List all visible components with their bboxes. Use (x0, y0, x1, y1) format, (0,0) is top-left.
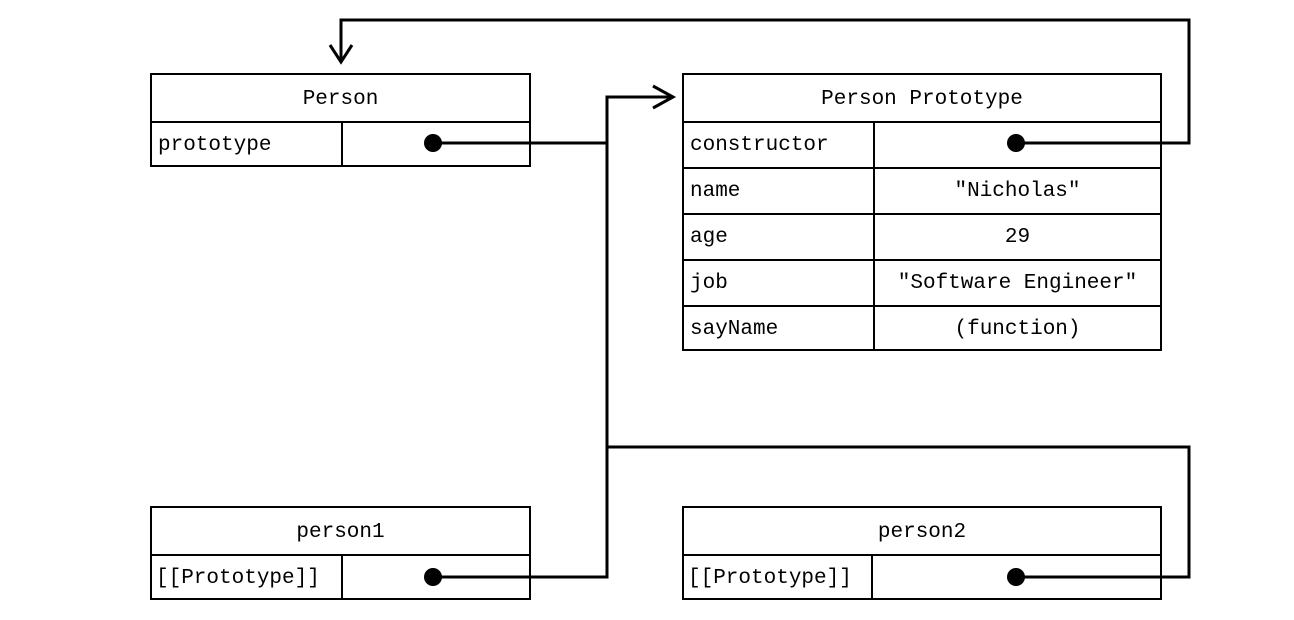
person-prototype-row-sayname: sayName (function) (684, 305, 1160, 351)
person-title: Person (302, 87, 379, 111)
person-prototype-key: prototype (158, 133, 272, 157)
job-key: job (690, 271, 728, 295)
name-value: "Nicholas" (873, 169, 1160, 213)
constructor-value (873, 123, 1160, 168)
person2-row-prototype: [[Prototype]] (684, 554, 1160, 600)
person2-box: person2 [[Prototype]] (682, 506, 1162, 600)
person-prototype-row-name: name "Nicholas" (684, 167, 1160, 213)
person-prototype-title: Person Prototype (821, 87, 1023, 111)
person2-title: person2 (877, 520, 967, 544)
person-prototype-value (341, 123, 529, 167)
job-value: "Software Engineer" (873, 261, 1160, 305)
person2-prototype-key: [[Prototype]] (688, 566, 852, 590)
person-prototype-box: Person Prototype constructor name "Nicho… (682, 73, 1162, 351)
person1-row-prototype: [[Prototype]] (152, 554, 529, 600)
person-prototype-row-job: job "Software Engineer" (684, 259, 1160, 305)
person2-prototype-value (871, 556, 1160, 600)
person-header: Person (152, 75, 529, 123)
person-prototype-row-constructor: constructor (684, 121, 1160, 168)
constructor-arrowhead (328, 44, 354, 65)
person-box: Person prototype (150, 73, 531, 167)
age-key: age (690, 225, 728, 249)
person1-prototype-key: [[Prototype]] (156, 566, 320, 590)
person1-title: person1 (296, 520, 385, 544)
person1-header: person1 (152, 508, 529, 556)
person2-header: person2 (684, 508, 1160, 556)
sayname-value: (function) (873, 307, 1160, 351)
person1-box: person1 [[Prototype]] (150, 506, 531, 600)
name-key: name (690, 179, 741, 203)
prototype-arrowhead (652, 84, 677, 110)
constructor-key: constructor (690, 134, 829, 157)
person-row-prototype: prototype (152, 121, 529, 167)
sayname-key: sayName (690, 317, 779, 341)
person-prototype-header: Person Prototype (684, 75, 1160, 123)
person-prototype-row-age: age 29 (684, 213, 1160, 259)
person1-prototype-value (341, 556, 529, 600)
age-value: 29 (873, 215, 1160, 259)
